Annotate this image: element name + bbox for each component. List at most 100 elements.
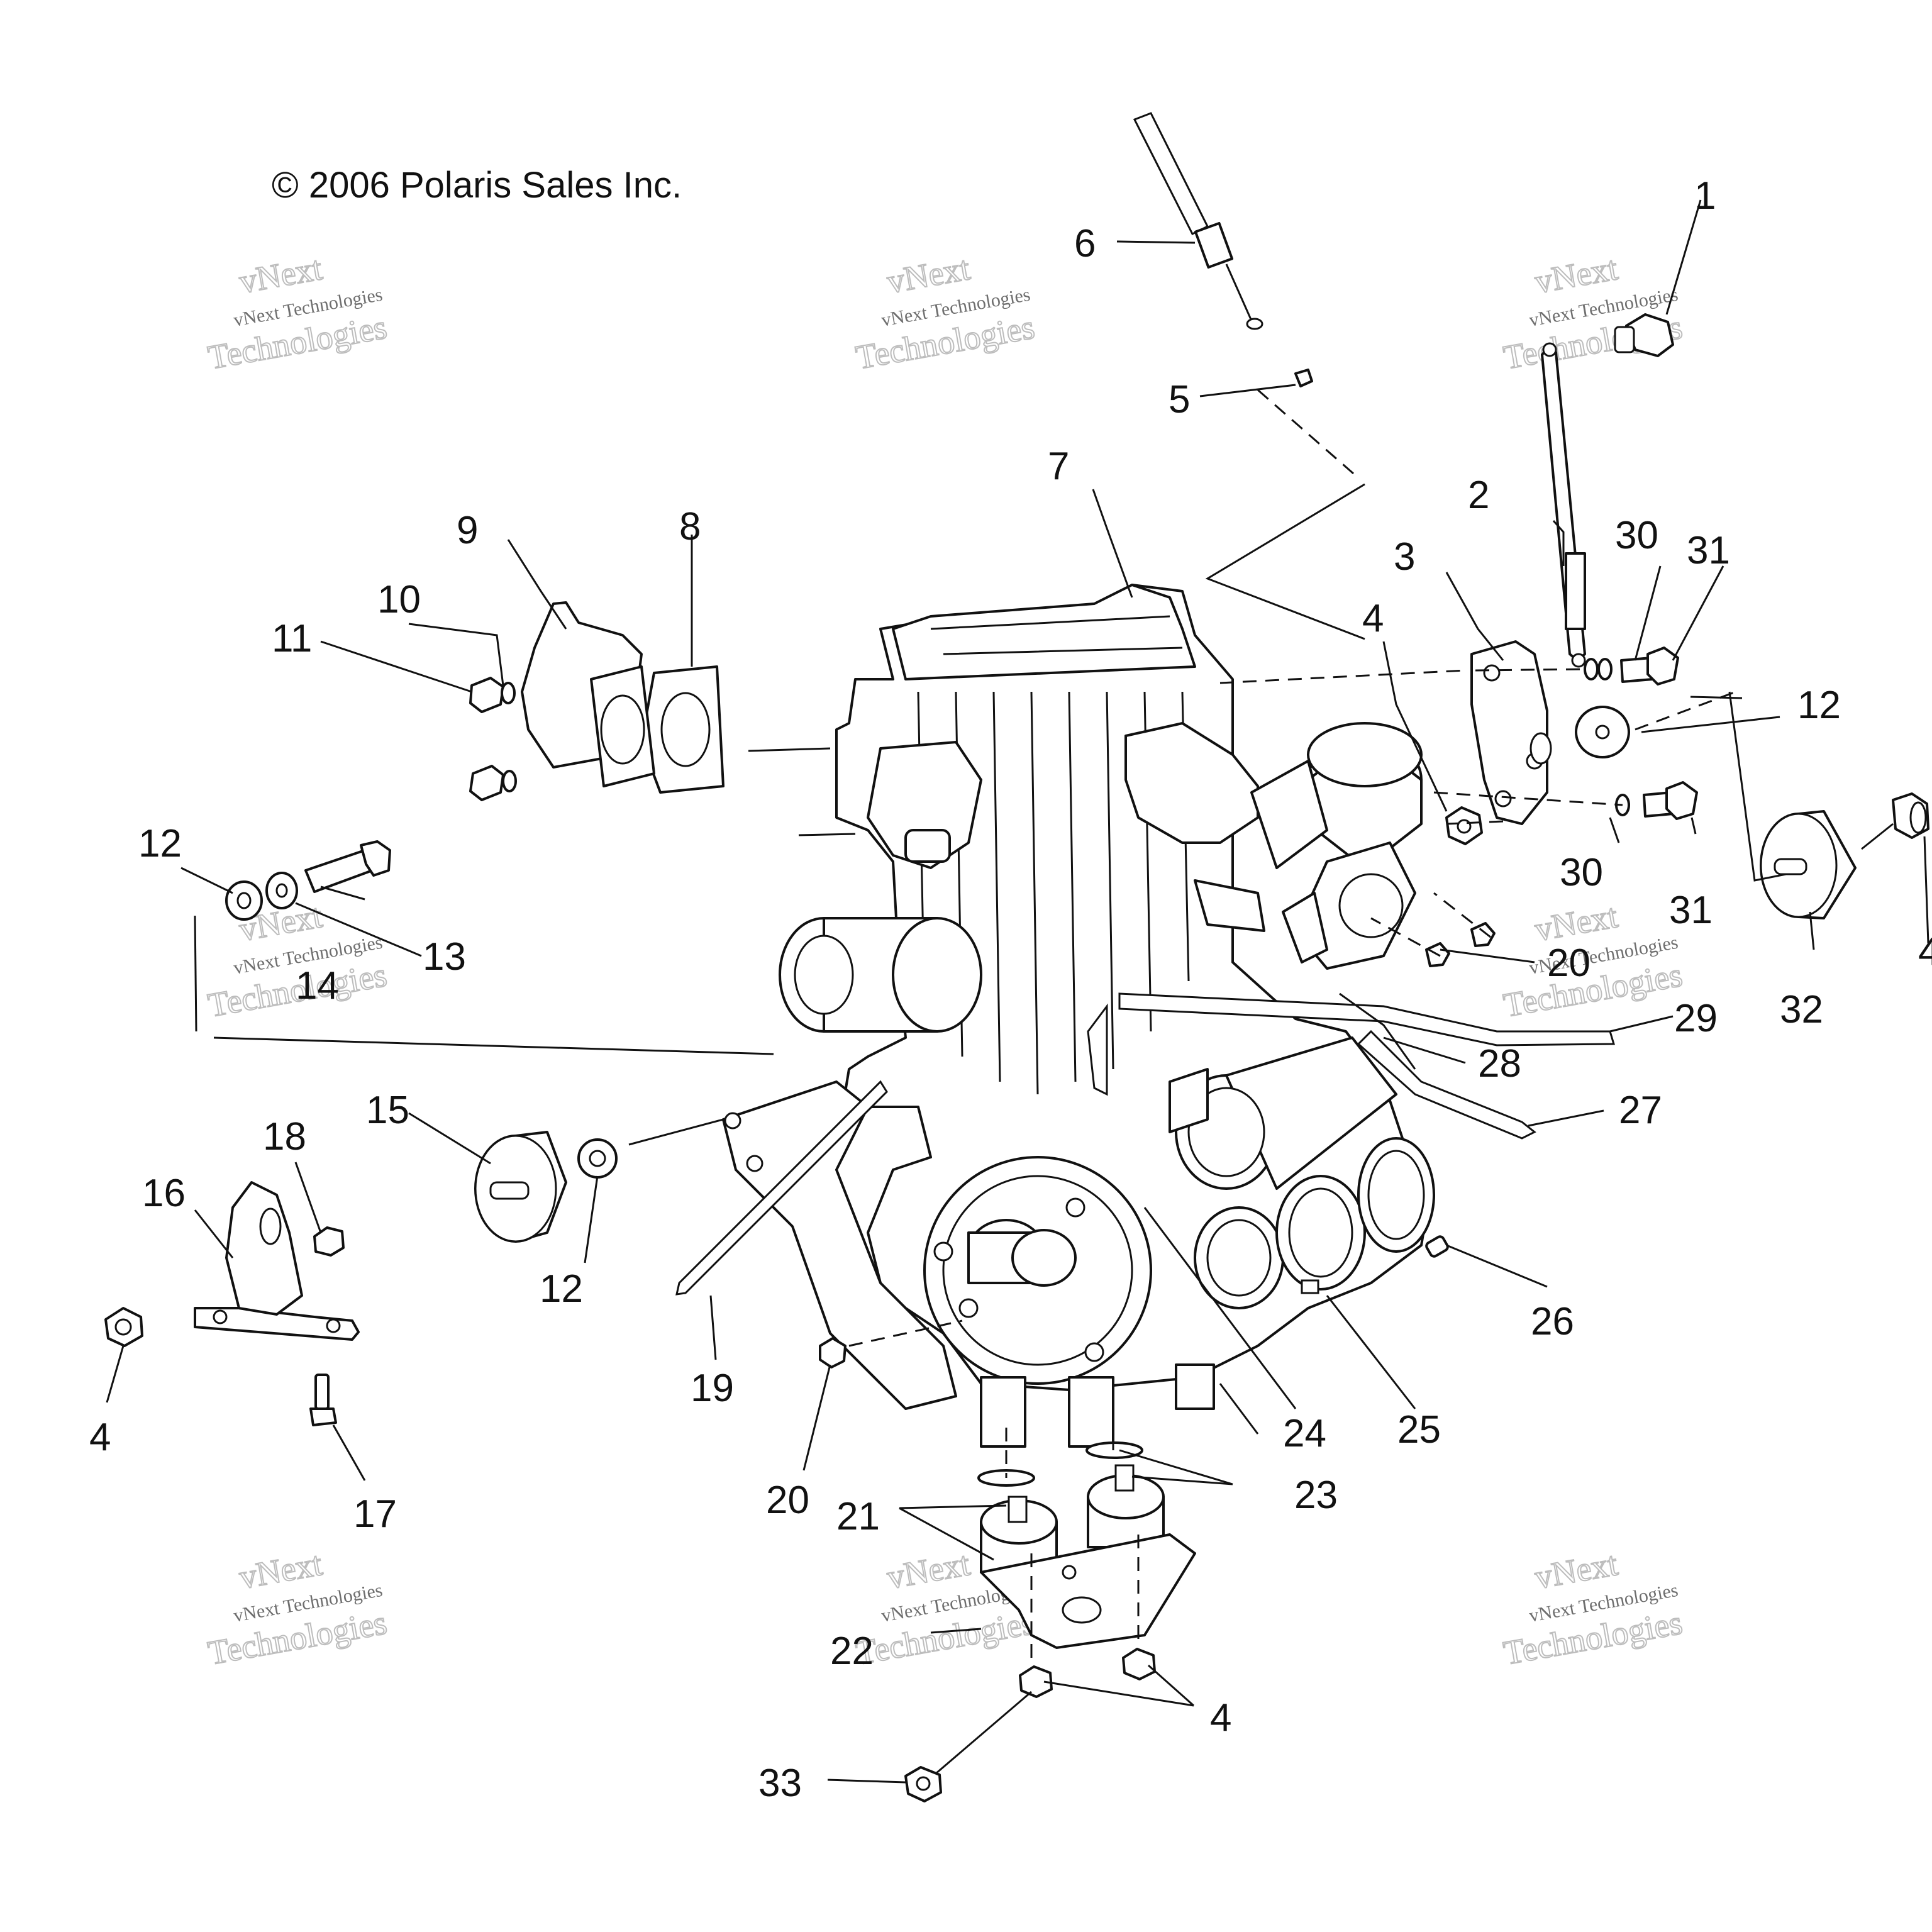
callout-33: 33	[758, 1762, 802, 1805]
callout-31-upper: 31	[1687, 529, 1730, 572]
svg-text:vNext: vNext	[884, 1545, 972, 1596]
part-3-bracket	[1470, 640, 1552, 825]
callout-11: 11	[272, 617, 312, 660]
callout-19: 19	[691, 1367, 734, 1410]
part-10-washer-upper	[501, 682, 516, 704]
part-32-rubber-mount-right	[1760, 810, 1857, 919]
callout-21: 21	[836, 1495, 880, 1538]
part-6-cable	[1133, 112, 1263, 330]
callout-30-upper: 30	[1615, 514, 1658, 557]
callout-18: 18	[263, 1115, 306, 1158]
part-30-washer-upper	[1584, 658, 1613, 680]
callout-23: 23	[1294, 1474, 1338, 1517]
part-14-washer-left	[265, 872, 298, 909]
callout-20-lower: 20	[766, 1479, 809, 1522]
center-lines	[848, 389, 1736, 1667]
callout-5: 5	[1169, 378, 1190, 421]
copyright-notice: © 2006 Polaris Sales Inc.	[272, 165, 682, 206]
part-8-gasket	[640, 665, 724, 794]
callout-3: 3	[1394, 535, 1415, 579]
part-2-rod	[1541, 342, 1586, 668]
leader-lines	[106, 199, 1929, 1784]
part-15-rubber-mount	[474, 1131, 567, 1243]
callout-12-left: 12	[138, 822, 182, 865]
part-23-washer-upper	[1085, 1441, 1143, 1459]
svg-text:vNext: vNext	[884, 249, 972, 301]
part-17-bolt	[309, 1374, 337, 1426]
callout-14: 14	[296, 964, 339, 1008]
callout-7: 7	[1048, 445, 1069, 488]
part-23-rubber-mount-right	[1087, 1464, 1165, 1548]
callout-2: 2	[1468, 474, 1489, 517]
part-28-wire	[1339, 992, 1416, 1070]
part-31-bolt-lower	[1643, 781, 1698, 820]
watermark-top-left: vNext vNext Technologies Technologies	[204, 248, 390, 377]
callout-30-lower: 30	[1560, 851, 1603, 894]
part-19-hose	[675, 1080, 888, 1296]
callout-13: 13	[423, 935, 466, 979]
watermark-top-center: vNext vNext Technologies Technologies	[852, 248, 1038, 377]
part-11-nut-lower	[469, 765, 504, 801]
callout-10: 10	[377, 578, 421, 621]
callout-4-left: 4	[89, 1416, 111, 1459]
part-1-bolt	[1614, 313, 1674, 357]
svg-text:vNext: vNext	[1532, 1545, 1620, 1596]
part-4-nut-upper	[1445, 806, 1483, 845]
part-4-nut-far-right	[1892, 792, 1929, 839]
part-18-nut	[313, 1226, 345, 1257]
callout-26: 26	[1531, 1300, 1574, 1343]
callout-4-far-right: 4	[1918, 930, 1932, 974]
part-12-washer-right	[1575, 706, 1630, 758]
engine-assembly	[722, 584, 1435, 1448]
part-13-bolt	[304, 840, 391, 893]
callout-16: 16	[142, 1172, 186, 1215]
svg-text:vNext: vNext	[236, 1545, 325, 1596]
callout-17: 17	[353, 1492, 397, 1536]
part-26-clamp	[1425, 1235, 1449, 1258]
callout-15: 15	[366, 1089, 409, 1132]
callout-12-right: 12	[1797, 684, 1841, 727]
callout-31-lower: 31	[1669, 889, 1713, 932]
callout-8: 8	[679, 505, 701, 548]
part-22-lower-bracket	[980, 1533, 1196, 1649]
throttle-body	[1124, 722, 1423, 970]
part-12-washer-center	[577, 1138, 618, 1179]
part-9-exhaust-cap	[521, 601, 655, 787]
callout-28: 28	[1478, 1042, 1521, 1085]
svg-text:vNext: vNext	[1532, 897, 1620, 948]
part-12-washer-left	[225, 880, 263, 921]
watermark-bottom-right: vNext vNext Technologies Technologies	[1500, 1544, 1685, 1672]
part-33-nut	[904, 1766, 942, 1802]
callout-12-center: 12	[540, 1267, 583, 1311]
callout-22: 22	[830, 1629, 874, 1673]
callout-25: 25	[1397, 1408, 1441, 1452]
part-20-bolt-lower	[819, 1337, 847, 1368]
callout-29: 29	[1674, 997, 1718, 1040]
part-5-clip	[1294, 369, 1313, 387]
part-25-boot	[1301, 1279, 1319, 1294]
part-4-nut-left	[104, 1307, 143, 1347]
part-11-nut-upper	[469, 677, 504, 713]
part-10-washer-lower	[502, 770, 517, 792]
callout-24: 24	[1283, 1412, 1326, 1455]
part-16-mount-bracket	[194, 1181, 360, 1341]
part-29-tube	[1087, 992, 1616, 1096]
callout-4: 4	[1362, 597, 1384, 640]
callout-20-right: 20	[1547, 941, 1591, 985]
svg-text:vNext: vNext	[1532, 249, 1620, 301]
watermark-bottom-left: vNext vNext Technologies Technologies	[204, 1544, 390, 1672]
part-20-bolt-right	[1425, 922, 1496, 967]
callout-4-lower: 4	[1210, 1696, 1231, 1740]
part-4-nut-lower-left	[1019, 1665, 1053, 1698]
svg-text:vNext: vNext	[236, 249, 325, 301]
callout-27: 27	[1619, 1089, 1662, 1132]
callout-labels: 1 2 3 4 5 6 7 8 9 10 11 12 13 14 15 12 1…	[89, 174, 1932, 1805]
watermark-mid-left: vNext vNext Technologies Technologies	[204, 896, 390, 1024]
callout-32: 32	[1780, 988, 1823, 1031]
callout-6: 6	[1074, 222, 1096, 265]
part-4-nut-lower-right	[1122, 1648, 1156, 1680]
callout-9: 9	[457, 509, 478, 552]
callout-1: 1	[1694, 174, 1716, 218]
part-27-hose	[1357, 1030, 1536, 1140]
